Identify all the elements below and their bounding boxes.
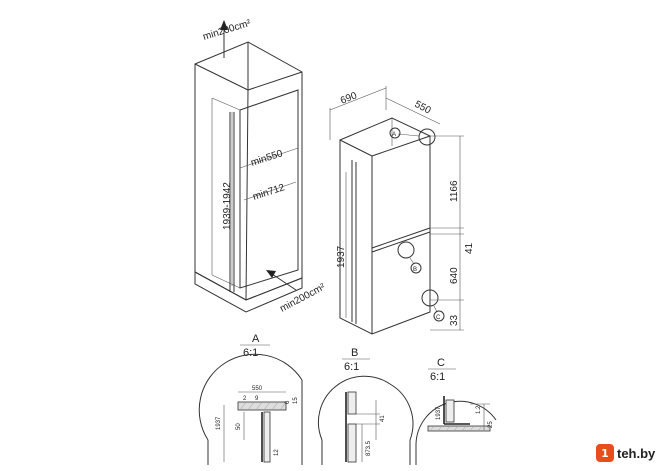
niche-drawing: min200cm² 1939-1942 min550 min712 min200… (194, 18, 328, 315)
fridge-lower-label: 640 (449, 267, 460, 284)
fridge-door-split (371, 227, 431, 249)
detail-b-scale: 6:1 (344, 361, 359, 373)
fridge-drawing: 690 550 A B C 1937 (329, 86, 475, 335)
niche-depth-label: min712 (252, 182, 287, 203)
detail-c-dim-1-2: 1.2 (476, 405, 482, 414)
niche-width-dimline (239, 147, 299, 169)
fridge-gap-label: 41 (464, 242, 475, 254)
fridge-bottom-label: 33 (449, 314, 460, 326)
detail-c: C 6:1 1937 1.2 25 (415, 357, 497, 465)
detail-b-dim-41: 41 (380, 415, 386, 422)
detail-c-dim-25: 25 (488, 421, 494, 428)
fridge-depth-label: 550 (413, 99, 433, 117)
detail-a-dim-2: 2 (243, 396, 247, 402)
niche-base (194, 271, 303, 313)
vent-top-arrowhead (220, 20, 228, 30)
niche-height-label: 1939-1942 (222, 182, 233, 230)
callout-b-circle (397, 241, 415, 259)
fridge-upper-label: 1166 (449, 180, 460, 202)
detail-a: A 6:1 550 2 9 6 15 1937 50 12 (198, 333, 303, 465)
fridge-depth-dimline (385, 97, 441, 125)
detail-a-dim-550: 550 (252, 386, 263, 392)
callout-a-label: A (392, 132, 396, 138)
vent-bottom-arrow (271, 273, 297, 291)
detail-a-dim-9: 9 (255, 396, 259, 402)
fridge-width-label: 690 (339, 90, 359, 107)
detail-b-circle (317, 375, 391, 441)
detail-a-dim-6: 6 (285, 400, 291, 404)
watermark-text: teh.by (617, 445, 656, 461)
watermark: 1 teh.by (596, 441, 666, 465)
detail-a-dim-12: 12 (274, 449, 280, 456)
detail-b-dim-873: 873.5 (366, 440, 372, 456)
detail-c-dim-1937: 1937 (436, 406, 442, 420)
fridge-width-dimline (329, 87, 387, 111)
callout-b-label: B (413, 267, 417, 273)
detail-a-scale: 6:1 (243, 347, 258, 359)
detail-a-circle (198, 353, 303, 441)
detail-a-title: A (252, 333, 260, 345)
vent-bottom-arrowhead (266, 270, 276, 278)
detail-a-dim-1937: 1937 (216, 416, 222, 430)
detail-c-title: C (437, 357, 445, 369)
niche-vent-bottom-label: min200cm² (278, 281, 327, 314)
niche-depth-dimline (243, 181, 297, 201)
detail-a-dim-15: 15 (293, 397, 299, 404)
niche-vent-top-label: min200cm² (202, 18, 253, 43)
callout-c-circle (421, 289, 439, 307)
callout-a-circle (418, 128, 436, 146)
detail-b-title: B (351, 347, 358, 359)
niche-width-label: min550 (250, 148, 285, 169)
niche-opening (239, 89, 299, 289)
fridge-height-label: 1937 (336, 245, 347, 268)
detail-b: B 6:1 873.5 41 (317, 347, 414, 465)
watermark-logo-icon: 1 (596, 444, 614, 462)
detail-c-scale: 6:1 (430, 371, 445, 383)
detail-a-dim-50: 50 (236, 423, 242, 430)
callout-c-label: C (436, 315, 441, 321)
fridge-outline (339, 117, 431, 335)
